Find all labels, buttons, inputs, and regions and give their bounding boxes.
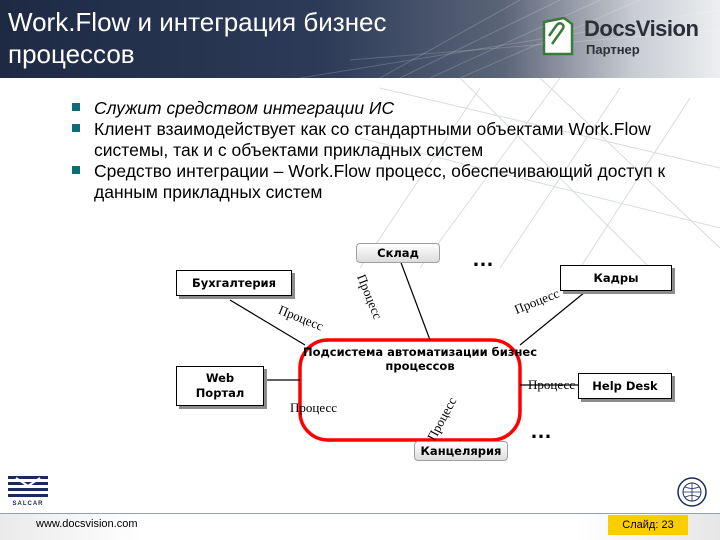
node-accounting[interactable]: Бухгалтерия [176, 270, 292, 296]
header-bar: Work.Flow и интеграция бизнес процессов … [0, 0, 720, 78]
square-bullet-icon [72, 166, 80, 174]
node-help-desk[interactable]: Help Desk [578, 373, 672, 399]
connector-accounting [229, 299, 306, 346]
process-ring [298, 338, 522, 442]
node-web-portal-line-2: Портал [195, 386, 245, 400]
page-title-line-2: процессов [8, 39, 135, 69]
bullet-item: Служит средством интеграции ИС [72, 98, 692, 119]
connector-hr [519, 287, 591, 346]
background-network-graphic [360, 78, 720, 278]
docsvision-logo: DocsVision Партнер [540, 14, 710, 64]
salcar-logo [8, 476, 48, 497]
bullet-list: Служит средством интеграции ИС Клиент вз… [72, 98, 692, 203]
docsvision-logo-name: DocsVision [584, 16, 699, 41]
node-warehouse[interactable]: Склад [356, 243, 440, 263]
slide-number-badge: Слайд: 23 [608, 515, 688, 535]
square-bullet-icon [72, 103, 80, 111]
bullet-item: Клиент взаимодействует как со стандартны… [72, 119, 692, 161]
node-hr[interactable]: Кадры [560, 265, 672, 291]
connector-warehouse [399, 259, 431, 341]
docsvision-paperclip-icon [542, 16, 574, 56]
page-title-line-1: Work.Flow и интеграция бизнес [8, 7, 387, 37]
bullet-text: Служит средством интеграции ИС [94, 98, 395, 118]
bullet-text: Клиент взаимодействует как со стандартны… [94, 119, 651, 160]
ellipsis-top: … [472, 246, 496, 271]
bullet-item: Средство интеграции – Work.Flow процесс,… [72, 161, 692, 203]
footer-divider [0, 513, 720, 514]
globe-seal-icon [677, 477, 707, 507]
process-label-help-desk: Процесс [528, 377, 575, 392]
subsystem-label: Подсистема автоматизации бизнес процессо… [302, 345, 538, 373]
node-chancellery[interactable]: Канцелярия [414, 441, 508, 461]
bullet-text: Средство интеграции – Work.Flow процесс,… [94, 161, 666, 202]
node-web-portal[interactable]: Web Портал [176, 366, 264, 406]
footer-url[interactable]: www.docsvision.com [36, 518, 138, 530]
square-bullet-icon [72, 124, 80, 132]
ellipsis-bottom: … [530, 418, 554, 443]
salcar-logo-text: SALCAR [12, 501, 44, 507]
footer-bar [0, 514, 720, 540]
page-title: Work.Flow и интеграция бизнес процессов [8, 6, 508, 70]
process-label-web-portal: Процесс [290, 400, 337, 415]
node-web-portal-line-1: Web [205, 371, 235, 385]
docsvision-logo-subtitle: Партнер [586, 42, 640, 57]
